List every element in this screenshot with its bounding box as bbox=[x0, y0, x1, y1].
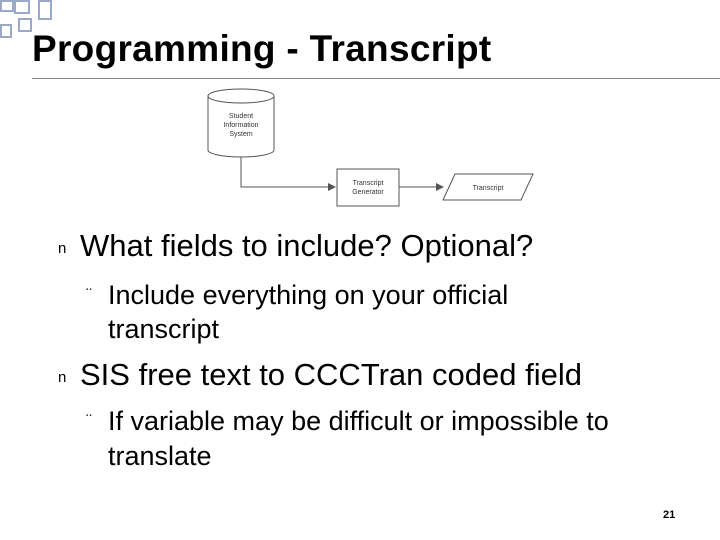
database-label-line: Information bbox=[223, 122, 258, 129]
flow-diagram: Student Information System Transcript Ge… bbox=[207, 88, 534, 207]
database-cylinder bbox=[207, 88, 275, 158]
process-label-line: Transcript bbox=[353, 180, 384, 187]
bullet-marker: n bbox=[58, 369, 67, 386]
connector-arrow bbox=[240, 157, 336, 191]
sub-bullet-marker: ¨ bbox=[86, 285, 92, 305]
bullet-text: What fields to include? Optional? bbox=[80, 228, 534, 263]
bullet-text: SIS free text to CCCTran coded field bbox=[80, 357, 582, 392]
slide-title: Programming - Transcript bbox=[32, 28, 492, 69]
sub-bullet-marker: ¨ bbox=[86, 411, 92, 431]
bullet-marker: n bbox=[58, 240, 67, 257]
decorative-square bbox=[38, 0, 52, 20]
database-label-line: Student bbox=[229, 113, 253, 120]
sub-bullet-text: transcript bbox=[108, 314, 220, 344]
slide-number: 21 bbox=[663, 509, 676, 521]
sub-bullet-text: Include everything on your official bbox=[108, 280, 509, 310]
decorative-square bbox=[0, 0, 14, 12]
sub-bullet-text: If variable may be difficult or impossib… bbox=[108, 406, 609, 436]
decorative-square bbox=[18, 18, 32, 32]
output-label: Transcript bbox=[473, 185, 504, 192]
output-parallelogram bbox=[442, 173, 534, 201]
database-label-line: System bbox=[229, 131, 253, 138]
process-label-line: Generator bbox=[352, 189, 384, 196]
process-box bbox=[336, 168, 400, 207]
sub-bullet-text: translate bbox=[108, 441, 212, 471]
decorative-square bbox=[0, 24, 12, 38]
title-divider bbox=[32, 78, 720, 79]
decorative-square bbox=[14, 0, 30, 14]
